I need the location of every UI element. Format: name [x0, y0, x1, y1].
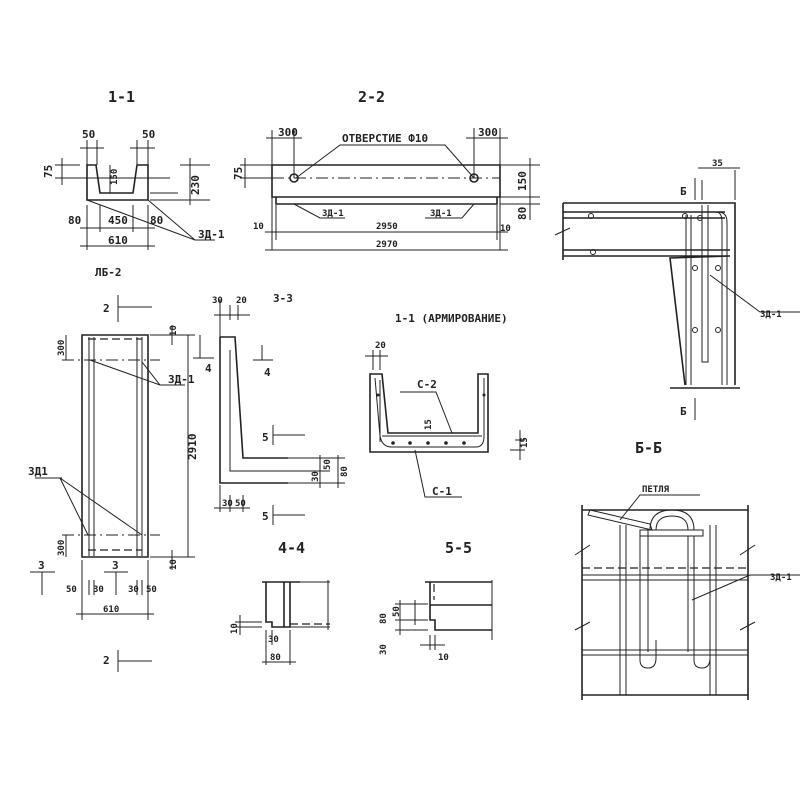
dim-label: 30 — [222, 499, 233, 509]
section-marker-5: 5 — [262, 431, 269, 444]
section-2-2-title: 2-2 — [358, 88, 385, 106]
section-b-b-title: Б-Б — [635, 439, 662, 457]
dim-label: 50 — [82, 128, 95, 141]
section-marker-2: 2 — [103, 302, 110, 315]
section-b-b: Б-Б ПЕТЛЯ ЗД-1 — [574, 439, 800, 700]
section-1-1-reinforcement: 1-1 (АРМИРОВАНИЕ) 20 С-2 15 15 С-1 — [365, 312, 530, 498]
l-profile — [219, 336, 288, 484]
dim-label: 80 — [379, 613, 389, 624]
section-marker-2: 2 — [103, 654, 110, 667]
section-3-3-title: 3-3 — [273, 292, 293, 305]
callout-label: ЗД-1 — [760, 310, 782, 320]
dim-label: 10 — [169, 559, 179, 570]
reinforced-trough — [369, 373, 489, 453]
dim-label: 230 — [189, 175, 202, 195]
dim-label: 30 — [268, 635, 279, 645]
dim-label: 80 — [150, 214, 163, 227]
plan-outline — [81, 334, 149, 558]
mesh-label-c1: С-1 — [432, 485, 452, 498]
hole-label: ОТВЕРСТИЕ Ф10 — [342, 132, 428, 145]
dim-label: 35 — [712, 159, 723, 169]
dim-label: 10 — [438, 653, 449, 663]
dim-label: 10 — [169, 325, 179, 336]
dim-label: 610 — [103, 605, 119, 615]
dim-label: 50 — [66, 585, 77, 595]
dim-label: 30 — [379, 644, 389, 655]
dim-label: 10 — [500, 224, 511, 234]
dim-label: 80 — [270, 653, 281, 663]
dim-label: 300 — [478, 126, 498, 139]
callout-label: ЗД-1 — [322, 209, 344, 219]
section-5-5-title: 5-5 — [445, 539, 472, 557]
section-2-2: 2-2 300 ОТВЕРСТИЕ Ф10 300 75 150 80 ЗД-1… — [232, 88, 540, 251]
section-marker-3: 3 — [112, 559, 119, 572]
section-marker-4: 4 — [264, 366, 271, 379]
callout-label: ЗД-1 — [430, 209, 452, 219]
callout-label: ЗД-1 — [198, 228, 225, 241]
dim-label: 20 — [236, 296, 247, 306]
section-marker-b: Б — [680, 405, 687, 418]
dim-label: 80 — [516, 207, 529, 220]
dim-label: 15 — [520, 437, 530, 448]
section-marker-5: 5 — [262, 510, 269, 523]
dim-label: 300 — [57, 540, 67, 556]
dim-label: 15 — [424, 419, 434, 430]
dim-label: 75 — [232, 167, 245, 180]
corner-detail: 35 Б Б ЗД-1 — [554, 159, 800, 420]
dim-label: 10 — [230, 623, 240, 634]
plan-view: ЛБ-2 2 2 3 3 300 10 ЗД-1 2910 ЗД1 300 10… — [28, 266, 199, 672]
callout-label: ЗД-1 — [168, 373, 195, 386]
dim-label: 150 — [516, 171, 529, 191]
dim-label: 30 — [128, 585, 139, 595]
dim-label: 50 — [323, 459, 333, 470]
dim-label: 150 — [110, 169, 120, 185]
section-marker-3: 3 — [38, 559, 45, 572]
plan-title: ЛБ-2 — [95, 266, 122, 279]
dim-label: 20 — [375, 341, 386, 351]
dim-label: 30 — [93, 585, 104, 595]
dim-label: 450 — [108, 214, 128, 227]
section-4-4: 4-4 10 30 80 — [230, 539, 330, 665]
dim-label: 610 — [108, 234, 128, 247]
loop-label: ПЕТЛЯ — [642, 485, 670, 495]
dim-label: 300 — [278, 126, 298, 139]
dim-label: 2970 — [376, 240, 398, 250]
section-marker-4: 4 — [205, 362, 212, 375]
callout-label: ЗД1 — [28, 465, 48, 478]
section-1-1: 1-1 50 50 75 150 230 80 450 80 610 ЗД-1 — [42, 88, 225, 250]
dim-label: 30 — [311, 471, 321, 482]
dim-label: 30 — [212, 296, 223, 306]
dim-label: 50 — [392, 606, 402, 617]
dim-label: 80 — [340, 466, 350, 477]
section-marker-b: Б — [680, 185, 687, 198]
reinforcement-title: 1-1 (АРМИРОВАНИЕ) — [395, 312, 508, 325]
mesh-label-c2: С-2 — [417, 378, 437, 391]
dim-label: 300 — [57, 340, 67, 356]
section-3-3: 3-3 30 20 4 4 5 5 50 30 80 30 50 — [193, 292, 350, 525]
dim-label: 2910 — [186, 434, 199, 461]
dim-label: 75 — [42, 165, 55, 178]
dim-label: 50 — [142, 128, 155, 141]
dim-label: 50 — [235, 499, 246, 509]
callout-label: ЗД-1 — [770, 573, 792, 583]
section-4-4-title: 4-4 — [278, 539, 305, 557]
dim-label: 2950 — [376, 222, 398, 232]
section-5-5: 5-5 80 50 30 10 — [379, 539, 493, 663]
dim-label: 80 — [68, 214, 81, 227]
dim-label: 50 — [146, 585, 157, 595]
section-1-1-title: 1-1 — [108, 88, 135, 106]
dim-label: 10 — [253, 222, 264, 232]
